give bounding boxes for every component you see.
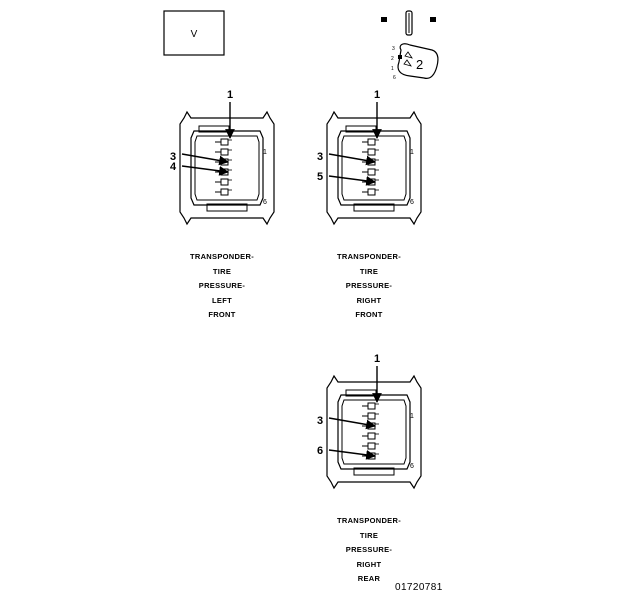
caption-line: TIRE [212, 266, 232, 276]
callout-number: 3 [317, 151, 323, 163]
terminal-pin [362, 188, 379, 196]
connector-caption: TRANSPONDER- TIRE PRESSURE- LEFT FRONT [147, 250, 297, 323]
callout-number: 1 [227, 89, 233, 101]
terminal-pin [362, 412, 379, 420]
caption-line: PRESSURE- [198, 281, 246, 290]
caption-line: REAR [357, 574, 381, 583]
terminal-pin [362, 138, 379, 146]
callout-number: 4 [170, 161, 177, 173]
caption-line: TIRE [359, 266, 379, 276]
callout-4: 4 [170, 161, 229, 176]
connector-left-front: 1 6 1 34 [170, 89, 275, 226]
pin-end-label: 1 [263, 149, 267, 156]
callout-5: 5 [317, 171, 376, 186]
terminal-pin [215, 148, 232, 156]
callout-1: 1 [225, 89, 235, 139]
view-indicator: V [163, 10, 225, 56]
caption-line: TRANSPONDER- [336, 252, 402, 261]
caption-line: PRESSURE- [345, 545, 393, 554]
legend-pin-number: 3 [392, 46, 395, 52]
callout-1: 1 [372, 89, 382, 139]
caption-line: TRANSPONDER- [336, 516, 402, 525]
connector-caption: TRANSPONDER- TIRE PRESSURE- RIGHT REAR [294, 514, 444, 587]
connector-body [179, 110, 275, 226]
callout-number: 3 [170, 151, 176, 163]
connector-caption: TRANSPONDER- TIRE PRESSURE- RIGHT FRONT [294, 250, 444, 323]
connector-body [326, 110, 422, 226]
pin-end-label: 1 [410, 413, 414, 420]
terminal-pin [362, 402, 379, 410]
connector-right-front: 1 6 1 3 5 [317, 89, 422, 226]
caption-line: RIGHT [356, 559, 382, 569]
callout-3: 3 [170, 151, 229, 166]
callout-number: 6 [317, 445, 323, 457]
legend-pin-number: 2 [391, 56, 394, 62]
connector-outline-icon [397, 43, 439, 79]
pin-end-label: 6 [410, 199, 414, 206]
caption-line: FRONT [208, 310, 236, 319]
callout-number: 5 [317, 171, 323, 183]
callout-number: 1 [374, 353, 380, 365]
callout-number: 3 [317, 415, 323, 427]
legend-pin-number: 6 [393, 75, 396, 81]
terminal-pin [362, 442, 379, 450]
callout-1: 1 [372, 353, 382, 403]
caption-line: RIGHT [356, 295, 382, 305]
pin-end-label: 1 [410, 149, 414, 156]
connector-locator: 3 2 1 6 2 [381, 10, 439, 81]
view-label: V [191, 29, 198, 40]
callout-number: 1 [374, 89, 380, 101]
caption-line: FRONT [355, 310, 383, 319]
pin-end-label: 6 [263, 199, 267, 206]
caption-line: LEFT [212, 295, 232, 305]
terminal-pin [215, 178, 232, 186]
pin-end-label: 6 [410, 463, 414, 470]
connector-right-rear: 1 6 1 3 6 [317, 353, 422, 490]
terminal-pin [362, 168, 379, 176]
callout-6: 6 [317, 445, 376, 460]
callout-3: 3 [317, 415, 376, 430]
terminal-pin [362, 148, 379, 156]
terminal-pin [362, 432, 379, 440]
connector-body [326, 374, 422, 490]
terminal-pin [215, 138, 232, 146]
legend-pin-number: 1 [391, 66, 394, 72]
terminal-pin [215, 188, 232, 196]
legend-item-number: 2 [416, 57, 423, 72]
figure-id: 01720781 [395, 582, 443, 593]
caption-line: TRANSPONDER- [189, 252, 255, 261]
caption-line: PRESSURE- [345, 281, 393, 290]
caption-line: TIRE [359, 530, 379, 540]
callout-3: 3 [317, 151, 376, 166]
